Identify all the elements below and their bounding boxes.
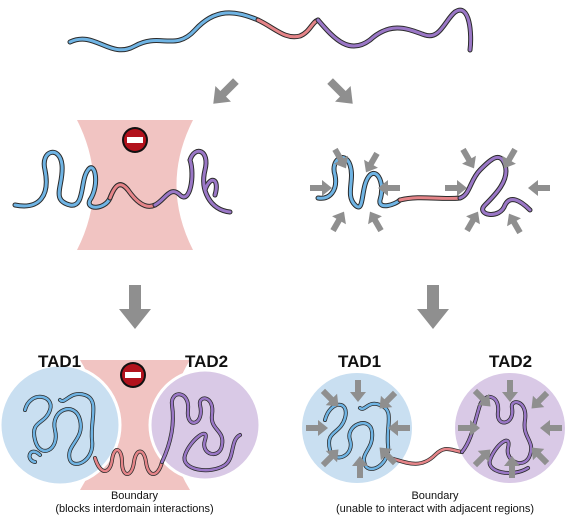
arrow-top-left [213, 78, 239, 104]
arrow-down-left [119, 285, 151, 329]
tad1-chromatin-right [323, 401, 391, 471]
boundary-hourglass-left-mid [77, 120, 193, 250]
tad1-chromatin-left [23, 391, 96, 466]
inward-arrows-right-mid-domain1 [310, 147, 400, 233]
tad2-domain-left [148, 368, 262, 482]
inward-arrows-tad2-right [458, 380, 562, 478]
boundary-note-right: (unable to interact with adjacent region… [335, 503, 535, 515]
boundary-caption-right: Boundary (unable to interact with adjace… [305, 490, 565, 516]
tad2-label-right: TAD2 [489, 352, 533, 371]
boundary-title-left: Boundary [110, 490, 159, 502]
boundary-chromatin-left [93, 448, 164, 476]
tad1-label-left: TAD1 [38, 352, 82, 371]
tad2-chromatin-left [160, 392, 242, 473]
no-entry-icon-bottom [120, 362, 146, 388]
tad1-domain-left [0, 363, 122, 487]
no-entry-icon [122, 127, 148, 153]
looped-strand-right-mid [315, 154, 533, 217]
inward-arrows-tad1-right [306, 380, 410, 478]
boundary-caption-left: Boundary (blocks interdomain interaction… [12, 490, 257, 516]
tad2-label-left: TAD2 [185, 352, 229, 371]
looped-strand-left-mid [12, 148, 233, 215]
boundary-note-left: (blocks interdomain interactions) [55, 503, 214, 515]
inward-arrows-right-mid-domain2 [445, 147, 550, 235]
boundary-chromatin-right [388, 447, 464, 466]
boundary-title-right: Boundary [411, 490, 459, 502]
strand-domain2 [315, 7, 474, 53]
linear-chromatin-strand [67, 7, 474, 53]
arrow-top-right [327, 78, 353, 104]
tad1-label-right: TAD1 [338, 352, 382, 371]
arrow-down-right [417, 285, 449, 329]
